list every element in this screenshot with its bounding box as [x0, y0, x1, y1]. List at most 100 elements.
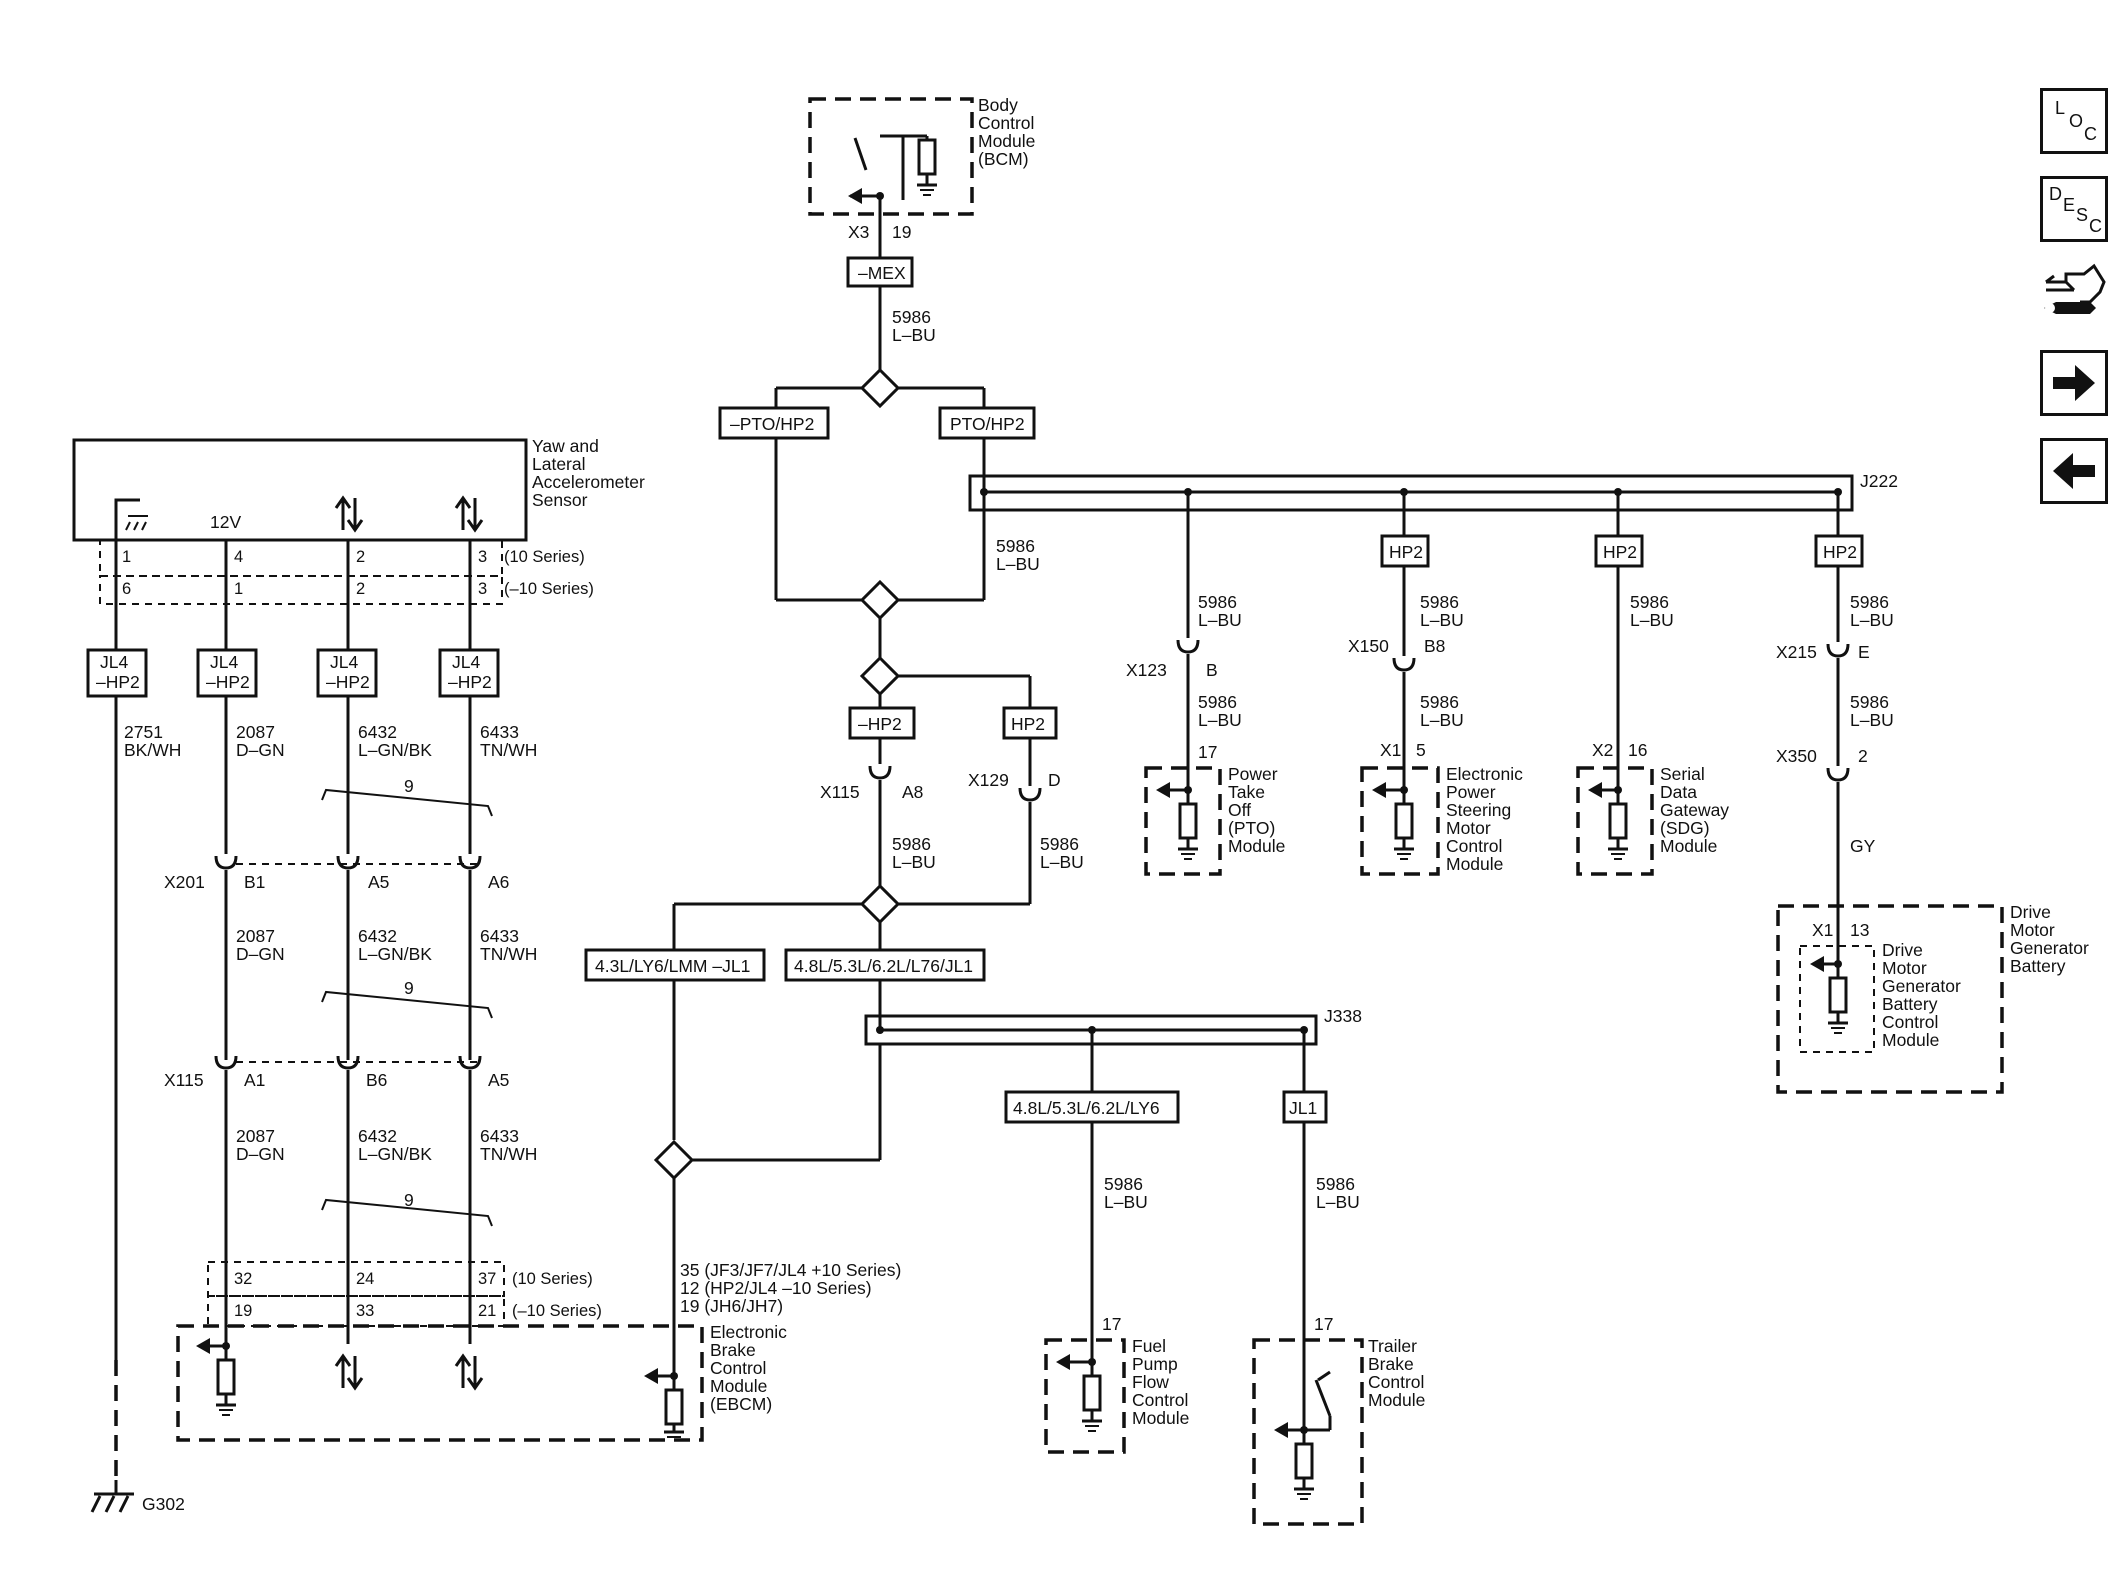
ebcm-pin: 19 — [234, 1302, 252, 1320]
pto-name-line: (PTO) — [1228, 818, 1275, 838]
pin-b: B — [1206, 660, 1218, 680]
wire-color: L–BU — [1198, 710, 1242, 730]
wire-color: L–BU — [1850, 610, 1894, 630]
wire-label: 5986 — [1040, 834, 1079, 854]
repair-procedures-button[interactable] — [2040, 262, 2108, 328]
sdg-name-line: Data — [1660, 782, 1697, 802]
ebcm-pin: 24 — [356, 1270, 374, 1288]
option-pto: PTO/HP2 — [950, 414, 1025, 434]
next-page-button[interactable] — [2040, 350, 2108, 416]
wire-color: TN/WH — [480, 740, 537, 760]
pin-a5: A5 — [368, 872, 389, 892]
wire-color: BK/WH — [124, 740, 181, 760]
pin-a1: A1 — [244, 1070, 265, 1090]
conn-x129: X129 — [968, 770, 1009, 790]
wire-color: L–GN/BK — [358, 740, 432, 760]
option-mex: –MEX — [858, 263, 906, 283]
fpfcm-name-line: Flow — [1132, 1372, 1169, 1392]
wire-label: 5986 — [996, 536, 1035, 556]
twist-label: 9 — [404, 978, 414, 998]
connector-symbol — [1018, 787, 1042, 802]
arrow-left-icon — [2053, 453, 2095, 489]
dmgbcm-name-line: Control — [1882, 1012, 1938, 1032]
wire-label: 5986 — [1630, 592, 1669, 612]
hand-wrench-icon — [2044, 263, 2106, 314]
wire-color: L–BU — [1850, 710, 1894, 730]
option-jl4: JL4 — [452, 652, 480, 672]
dmgb-name-line: Generator — [2010, 938, 2089, 958]
connector-symbol — [1392, 657, 1416, 672]
ebcm-series-10-label: (10 Series) — [512, 1270, 593, 1288]
wire-color: L–GN/BK — [358, 944, 432, 964]
option-jl4-hp2: –HP2 — [326, 672, 370, 692]
yaw-pin: 4 — [234, 548, 243, 566]
wire-color: L–BU — [892, 325, 936, 345]
wire-label: 5986 — [1420, 692, 1459, 712]
option-jl4-hp2: –HP2 — [96, 672, 140, 692]
wire-color: L–BU — [1630, 610, 1674, 630]
connector-symbol — [336, 855, 360, 870]
wire-label: 2751 — [124, 722, 163, 742]
conn-x123: X123 — [1126, 660, 1167, 680]
wire-color: D–GN — [236, 740, 285, 760]
wire-label: 2087 — [236, 722, 275, 742]
splice-j222: J222 — [1860, 471, 1898, 491]
wire-label: 6432 — [358, 926, 397, 946]
series-10-label: (10 Series) — [504, 548, 585, 566]
pin-19: 19 — [892, 222, 911, 242]
connector-symbol — [868, 765, 892, 780]
yaw-pin: 3 — [478, 548, 487, 566]
pto-name-line: Take — [1228, 782, 1265, 802]
conn-x3: X3 — [848, 222, 869, 242]
wire-label: 5986 — [1316, 1174, 1355, 1194]
eps-name-line: Control — [1446, 836, 1502, 856]
splice-diamond — [859, 655, 901, 697]
option-eng-a: 4.3L/LY6/LMM –JL1 — [595, 956, 750, 976]
option-eng-c-box — [1004, 1090, 1180, 1124]
connector-symbol — [336, 1055, 360, 1070]
bcm-name-line: Control — [978, 113, 1034, 133]
eps-name-line: Steering — [1446, 800, 1511, 820]
ebcm-name-line: Module — [710, 1376, 767, 1396]
yaw-pin: 2 — [356, 548, 365, 566]
wire-label: 6433 — [480, 926, 519, 946]
dmgbcm-name-line: Drive — [1882, 940, 1923, 960]
label-12v: 12V — [210, 512, 241, 532]
location-button[interactable]: L O C — [2040, 88, 2108, 154]
yaw-pin: 3 — [478, 580, 487, 598]
desc-letter-e: E — [2063, 195, 2076, 215]
conn-x1: X1 — [1812, 920, 1833, 940]
option-pto-box — [938, 406, 1036, 440]
wire-color: L–BU — [892, 852, 936, 872]
option-nhp2: –HP2 — [858, 714, 902, 734]
wire-color: D–GN — [236, 944, 285, 964]
jl4-hp2-options: JL4 –HP2 JL4 –HP2 JL4 –HP2 JL4 –HP2 — [86, 648, 500, 698]
connector-symbol — [1176, 639, 1200, 654]
option-eng-b-box — [784, 948, 986, 982]
description-button[interactable]: D E S C — [2040, 176, 2108, 242]
connector-symbol — [1826, 767, 1850, 782]
svg-text:35 (JF3/JF7/JL4 +10 Series)12: 35 (JF3/JF7/JL4 +10 Series)12 (HP2/JL4 –… — [680, 1260, 901, 1316]
wire-color: L–BU — [1420, 610, 1464, 630]
option-eng-c: 4.8L/5.3L/6.2L/LY6 — [1013, 1098, 1160, 1118]
conn-x115: X115 — [820, 782, 860, 802]
pto-name-line: Off — [1228, 800, 1251, 820]
pin-2: 2 — [1858, 746, 1868, 766]
yaw-name-line: Yaw and — [532, 436, 599, 456]
splice-diamond — [859, 367, 901, 409]
ground-label: G302 — [142, 1494, 185, 1514]
wire-label: 5986 — [1198, 592, 1237, 612]
splice-pack-j338: J338 — [864, 1006, 1362, 1046]
option-jl4-hp2: –HP2 — [448, 672, 492, 692]
yaw-pin: 1 — [122, 548, 131, 566]
previous-page-button[interactable] — [2040, 438, 2108, 504]
connector-symbol — [214, 855, 238, 870]
pto-name-line: Power — [1228, 764, 1278, 784]
